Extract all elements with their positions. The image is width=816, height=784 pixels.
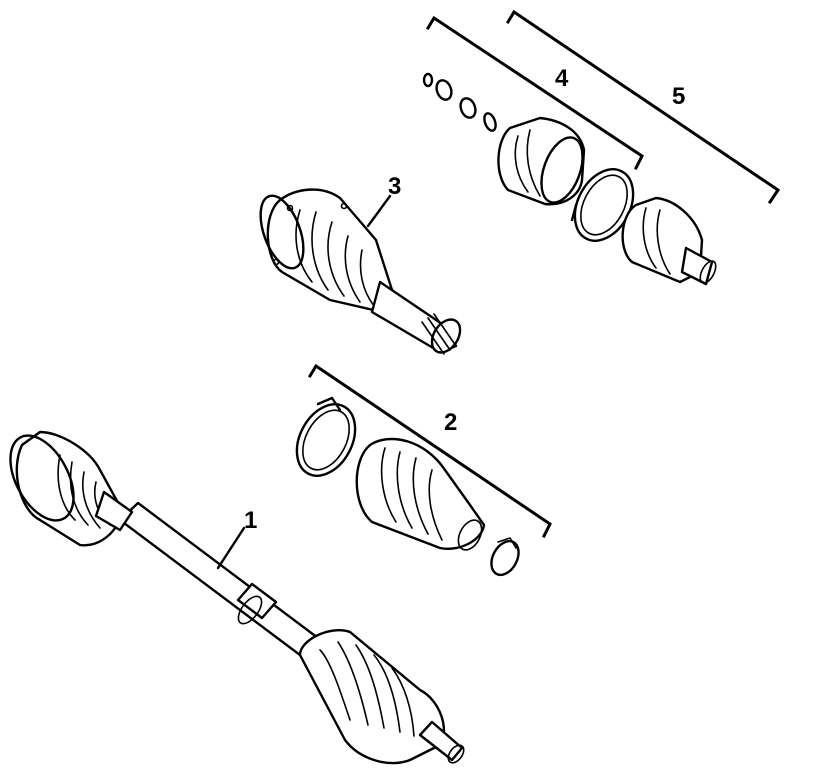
callout-5: 5 bbox=[672, 83, 685, 110]
axle-shaft-assembly bbox=[9, 430, 465, 765]
bracket-2 bbox=[307, 363, 552, 539]
callout-4: 4 bbox=[555, 65, 569, 92]
bracket-4 bbox=[425, 15, 644, 171]
bracket-5 bbox=[505, 9, 781, 205]
boot-kit bbox=[295, 396, 520, 577]
callout-1: 1 bbox=[244, 507, 257, 534]
outer-joint-kit bbox=[422, 72, 717, 286]
callout-2: 2 bbox=[444, 409, 457, 436]
leader-lines bbox=[216, 194, 392, 570]
callout-3: 3 bbox=[388, 173, 401, 200]
inner-cv-joint bbox=[259, 188, 462, 355]
